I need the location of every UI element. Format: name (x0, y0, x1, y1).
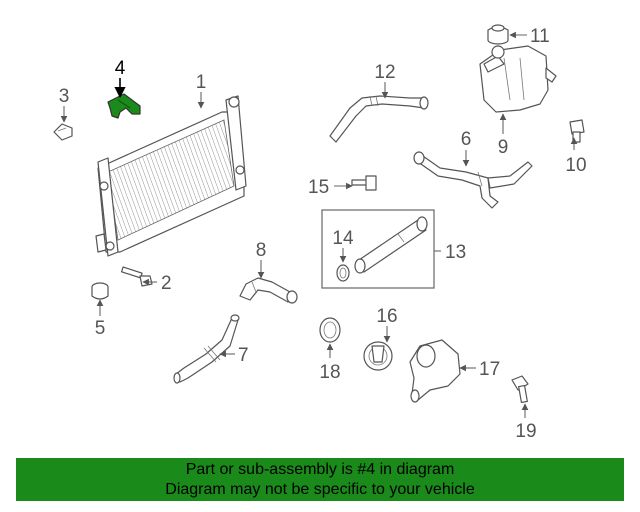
hose-part-6 (413, 151, 533, 209)
radiator-part-1 (95, 95, 247, 257)
bolt-part-10 (569, 119, 585, 143)
info-banner: Part or sub-assembly is #4 in diagram Di… (16, 458, 624, 501)
callout-17: 17 (479, 359, 500, 380)
bolt-part-15 (351, 175, 377, 191)
reservoir-part-9 (479, 45, 557, 113)
callout-5: 5 (95, 318, 106, 339)
tube-part-12 (329, 95, 429, 143)
callout-1: 1 (196, 72, 207, 93)
callout-7: 7 (238, 345, 249, 366)
callout-3: 3 (59, 86, 70, 107)
callout-10: 10 (565, 155, 586, 176)
cap-part-11 (487, 24, 509, 45)
lower-hose-part-7 (173, 314, 240, 384)
callout-18: 18 (319, 362, 340, 383)
callout-6: 6 (461, 129, 472, 150)
clip-part-3 (53, 123, 73, 141)
gasket-part-18 (319, 317, 341, 343)
hose-part-8 (239, 277, 298, 304)
callout-12: 12 (374, 62, 395, 83)
banner-line-part-info: Part or sub-assembly is #4 in diagram (185, 461, 455, 478)
callout-4: 4 (115, 58, 126, 79)
bolt-part-2 (120, 266, 153, 287)
callout-16: 16 (376, 306, 397, 327)
bracket-part-4 (107, 93, 141, 119)
thermostat-part-16 (363, 341, 393, 371)
callout-numbers: 1 2 3 4 5 6 7 8 9 10 11 12 13 14 15 16 1… (59, 26, 587, 442)
callout-15: 15 (308, 177, 329, 198)
o-ring-part-14 (336, 264, 350, 282)
leader-lines (60, 31, 578, 418)
callout-13: 13 (445, 242, 466, 263)
bolt-part-19 (511, 375, 529, 403)
callout-8: 8 (256, 240, 267, 261)
housing-part-17 (409, 339, 461, 403)
pipe-part-13 (321, 209, 435, 289)
callout-9: 9 (498, 137, 509, 158)
banner-line-disclaimer: Diagram may not be specific to your vehi… (165, 481, 475, 498)
insulator-part-5 (91, 282, 109, 300)
callout-14: 14 (332, 228, 354, 249)
callout-19: 19 (515, 421, 536, 442)
callout-11: 11 (530, 26, 550, 47)
callout-2: 2 (161, 273, 172, 294)
